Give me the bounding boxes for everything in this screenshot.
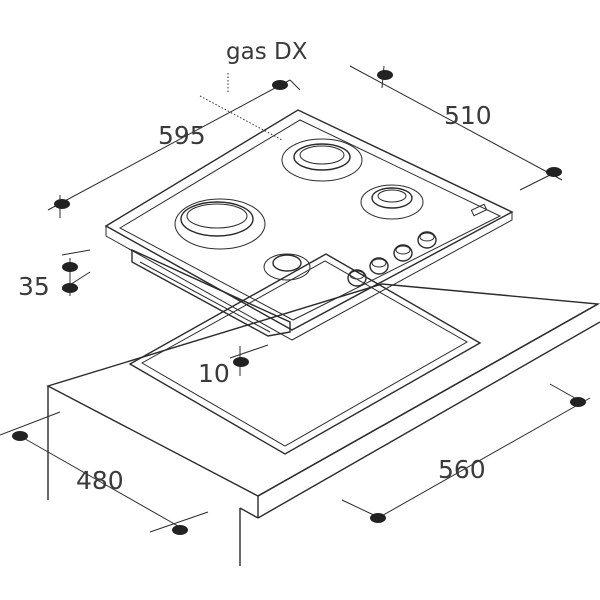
hob [104, 109, 514, 341]
countertop [46, 283, 600, 566]
control-knobs [347, 231, 437, 287]
knob [393, 244, 413, 262]
burner-rear [281, 138, 363, 182]
cutout-depth-label-480: 480 [76, 466, 124, 495]
dim-560 [341, 383, 591, 523]
gap-label-10: 10 [198, 359, 230, 388]
dim-480 [0, 411, 209, 535]
width-label-595: 595 [158, 121, 206, 150]
cutout-width-label-560: 560 [438, 455, 486, 484]
burner-large [174, 198, 266, 250]
burner-right [360, 184, 424, 220]
dim-10 [229, 344, 269, 376]
cutout [128, 253, 482, 455]
gas-label: gas DX [226, 39, 308, 65]
knob [417, 231, 437, 249]
dim-510 [349, 65, 563, 191]
depth-label-510: 510 [444, 101, 492, 130]
burner-small [263, 253, 311, 281]
knob [347, 269, 367, 287]
dim-35 [61, 249, 91, 296]
knob [369, 257, 389, 275]
dim-595 [47, 79, 301, 218]
brand-badge [470, 203, 488, 217]
height-label-35: 35 [18, 272, 50, 301]
gas-leader [199, 73, 283, 141]
